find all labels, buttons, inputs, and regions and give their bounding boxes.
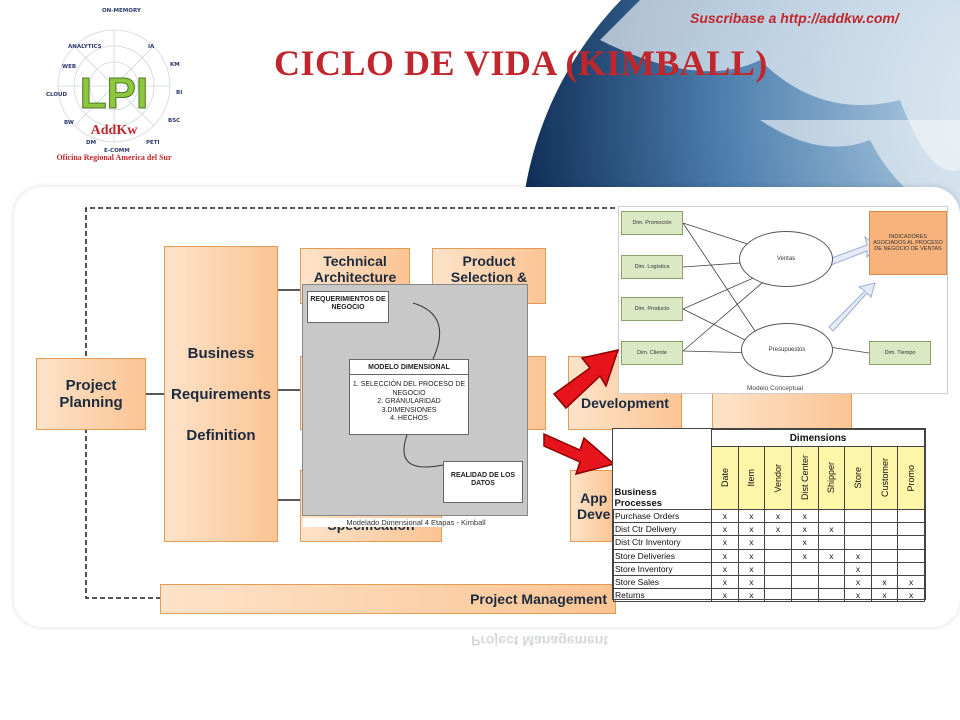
kimball-realidad-box: REALIDAD DE LOS DATOS: [443, 461, 523, 503]
dim-producto: Dim. Producto: [621, 297, 683, 321]
kimball-diagram: REQUERIMIENTOS DE NEGOCIO MODELO DIMENSI…: [302, 284, 529, 527]
ring-label: CLOUD: [46, 92, 67, 98]
lpi-logo: ON-MEMORY IA KM BI BSC PETI E-COMM DM BW…: [42, 4, 186, 162]
br-word: Definition: [186, 426, 256, 444]
presupuestos-ellipse: Presupuestos: [741, 323, 833, 377]
ring-label: BW: [64, 120, 74, 126]
matrix-corner: [614, 430, 712, 447]
logo-center-text: LPI: [80, 69, 148, 118]
dim-col-header: Store: [844, 446, 872, 510]
kimball-curves: [403, 302, 444, 468]
bus-matrix-table: Dimensions Business Processes Date Item …: [612, 429, 925, 603]
kimball-caption: Modelado Dimensional 4 Etapas - Kimball: [303, 518, 529, 527]
dim-col-header: Shipper: [817, 446, 846, 510]
app-dev-box: App Deve: [570, 470, 616, 542]
br-word: Requirements: [170, 385, 272, 403]
br-word: Business: [187, 344, 255, 362]
project-planning-box: Project Planning: [36, 358, 146, 430]
ring-label: ON-MEMORY: [102, 8, 142, 14]
ring-label: DM: [86, 140, 96, 146]
conceptual-caption: Modelo Conceptual: [747, 385, 804, 392]
business-requirements-box: Business Requirements Definition: [164, 246, 278, 542]
kimball-req-box: REQUERIMIENTOS DE NEGOCIO: [307, 291, 389, 323]
red-arrow-icon: [543, 432, 616, 476]
slide-title: CICLO DE VIDA (KIMBALL): [274, 43, 768, 83]
ring-label: ANALYTICS: [68, 44, 102, 50]
ring-label: IA: [148, 44, 155, 50]
dim-cliente: Dim. Cliente: [621, 341, 683, 365]
logo-office: Oficina Regional America del Sur: [56, 153, 172, 162]
dim-col-header: Item: [737, 446, 766, 510]
project-management-bar: Project Management: [160, 584, 616, 614]
ring-label: BSC: [168, 118, 180, 124]
dim-col-header: Customer: [870, 446, 899, 510]
project-management-reflection: Project Management: [471, 633, 608, 649]
dim-col-header: Dist Center: [790, 446, 819, 510]
kimball-modelo-title: MODELO DIMENSIONAL: [350, 362, 468, 376]
conceptual-model: Dim. Promoción Dim. Logística Dim. Produ…: [618, 206, 948, 394]
ring-label: WEB: [62, 64, 76, 70]
dim-col-header: Date: [711, 446, 739, 510]
ring-label: E-COMM: [104, 148, 130, 154]
dim-tiempo: Dim. Tiempo: [869, 341, 931, 365]
dim-promocion: Dim. Promoción: [621, 211, 683, 235]
ring-label: KM: [170, 62, 180, 68]
processes-label: Business Processes: [614, 487, 663, 509]
indicadores-box: INDICADORES ASOCIADOS AL PROCESO DE NEGO…: [869, 211, 947, 275]
subscribe-link[interactable]: Suscribase a http://addkw.com/: [690, 10, 899, 26]
red-arrow-icon: [552, 348, 620, 410]
ventas-ellipse: Ventas: [739, 231, 833, 287]
ring-label: PETI: [146, 140, 160, 146]
dimensions-label: Dimensions: [711, 429, 925, 447]
kimball-modelo-box: MODELO DIMENSIONAL 1. SELECCIÓN DEL PROC…: [349, 359, 469, 435]
dim-col-header: Promo: [897, 446, 925, 510]
kimball-modelo-steps: 1. SELECCIÓN DEL PROCESO DE NEGOCIO 2. G…: [352, 381, 466, 422]
ring-label: BI: [176, 90, 182, 96]
dim-logistica: Dim. Logística: [621, 255, 683, 279]
logo-brand: AddKw: [91, 123, 139, 138]
dim-col-header: Vendor: [764, 446, 792, 510]
bus-matrix: Dimensions Business Processes Date Item …: [612, 428, 926, 603]
